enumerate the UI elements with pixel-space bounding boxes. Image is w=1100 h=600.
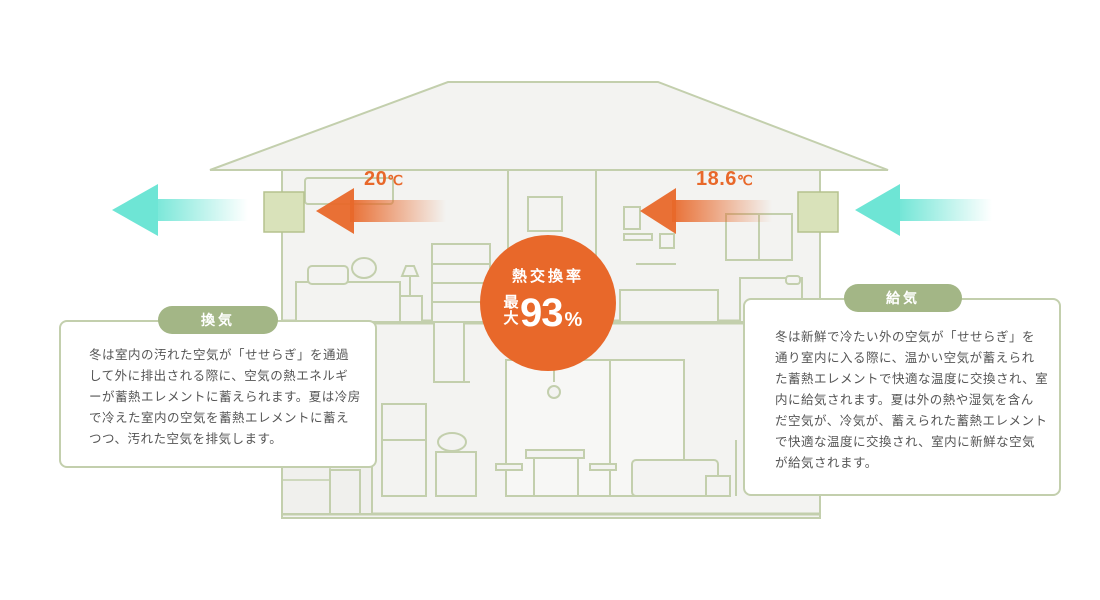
exhaust-ventilation-unit bbox=[263, 191, 305, 233]
bed bbox=[295, 281, 401, 323]
supply-line-6: で快適な温度に交換され、室内に新鮮な空気 bbox=[775, 434, 1036, 449]
supply-temperature-value: 18.6 bbox=[696, 168, 737, 190]
heat-exchange-number: 93 bbox=[520, 291, 563, 335]
supply-description-card: 冬は新鮮で冷たい外の空気が「せせらぎ」を 通り室内に入る際に、温かい空気が蓄えら… bbox=[743, 298, 1061, 496]
wall-picture bbox=[527, 196, 563, 232]
exhaust-description: 冬は室内の汚れた空気が「せせらぎ」を通過 して外に排出される際に、空気の熱エネル… bbox=[89, 344, 361, 449]
supply-line-5: だ空気が、冷気が、蓄えられた蓄熱エレメント bbox=[775, 413, 1048, 428]
supply-temperature-unit: ℃ bbox=[736, 172, 754, 188]
roof bbox=[209, 81, 889, 171]
fridge bbox=[381, 403, 427, 497]
supply-line-2: 通り室内に入る際に、温かい空気が蓄えられ bbox=[775, 350, 1035, 365]
ground-floor-furniture bbox=[381, 359, 737, 497]
exhaust-line-1: 冬は室内の汚れた空気が「せせらぎ」を通過 bbox=[89, 347, 350, 362]
exhaust-line-2: して外に排出される際に、空気の熱エネルギ bbox=[89, 368, 349, 383]
supply-ventilation-unit bbox=[797, 191, 839, 233]
supply-line-1: 冬は新鮮で冷たい外の空気が「せせらぎ」を bbox=[775, 329, 1036, 344]
exhaust-description-card: 冬は室内の汚れた空気が「せせらぎ」を通過 して外に排出される際に、空気の熱エネル… bbox=[59, 320, 377, 468]
teddy-bear bbox=[351, 257, 377, 279]
exhaust-line-5: つつ、汚れた空気を排気します。 bbox=[89, 431, 283, 446]
exhaust-line-3: ーが蓄熱エレメントに蓄えられます。夏は冷房 bbox=[89, 389, 361, 404]
heat-exchange-value: 93% bbox=[520, 291, 583, 336]
exhaust-temperature-unit: ℃ bbox=[387, 172, 404, 188]
heat-exchange-unit: % bbox=[564, 309, 583, 331]
supply-line-4: 内に給気されます。夏は外の熱や湿気を含ん bbox=[775, 392, 1034, 407]
heat-exchange-label: 熱交換率 bbox=[511, 268, 584, 285]
incoming-air-arrow bbox=[855, 184, 992, 236]
supply-line-7: が給気されます。 bbox=[775, 455, 878, 470]
exhaust-temperature: 20℃ bbox=[364, 168, 403, 191]
stove bbox=[435, 451, 477, 497]
exhaust-title-pill: 換気 bbox=[158, 306, 278, 334]
max-label: 最大 bbox=[503, 294, 519, 327]
supply-line-3: た蓄熱エレメントで快適な温度に交換され、室 bbox=[775, 371, 1049, 386]
outgoing-air-arrow bbox=[112, 184, 248, 236]
supply-warm-air-arrow bbox=[640, 188, 772, 234]
heat-exchange-rate-badge: 熱交換率 最大 93% bbox=[480, 235, 616, 371]
supply-temperature: 18.6℃ bbox=[696, 168, 753, 191]
exhaust-warm-air-arrow bbox=[316, 188, 446, 234]
exhaust-line-4: で冷えた室内の空気を蓄熱エレメントに蓄え bbox=[89, 410, 350, 425]
dining-table bbox=[525, 449, 585, 459]
bench bbox=[619, 289, 719, 323]
supply-title-pill: 給気 bbox=[844, 284, 962, 312]
exhaust-temperature-value: 20 bbox=[364, 168, 388, 190]
supply-description: 冬は新鮮で冷たい外の空気が「せせらぎ」を 通り室内に入る際に、温かい空気が蓄えら… bbox=[775, 326, 1048, 473]
